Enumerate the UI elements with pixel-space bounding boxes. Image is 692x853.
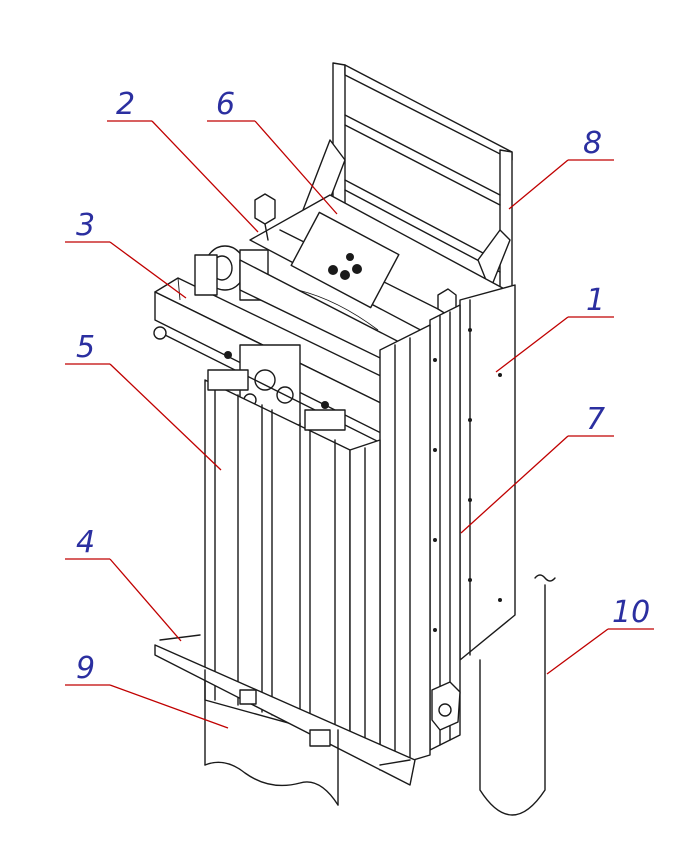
car-side-wall [429, 284, 516, 751]
callout-2: 2 [116, 87, 135, 122]
callout-5: 5 [76, 330, 95, 365]
callout-10: 10 [612, 595, 650, 630]
callout-9: 9 [76, 651, 95, 686]
callout-7: 7 [586, 402, 605, 437]
callout-8: 8 [583, 126, 602, 161]
callout-6: 6 [216, 87, 235, 122]
car-doors [204, 324, 431, 771]
callout-labels: 2 6 8 3 1 5 7 4 10 9 [76, 87, 650, 686]
callout-leaders [65, 120, 654, 729]
travelling-cable [479, 574, 556, 816]
callout-4: 4 [76, 525, 95, 560]
top-frame [302, 62, 513, 293]
door-sill [154, 634, 416, 786]
landing-door-cut [204, 669, 339, 806]
callout-3: 3 [76, 208, 95, 243]
top-deck [249, 193, 511, 336]
callout-1: 1 [586, 283, 605, 318]
